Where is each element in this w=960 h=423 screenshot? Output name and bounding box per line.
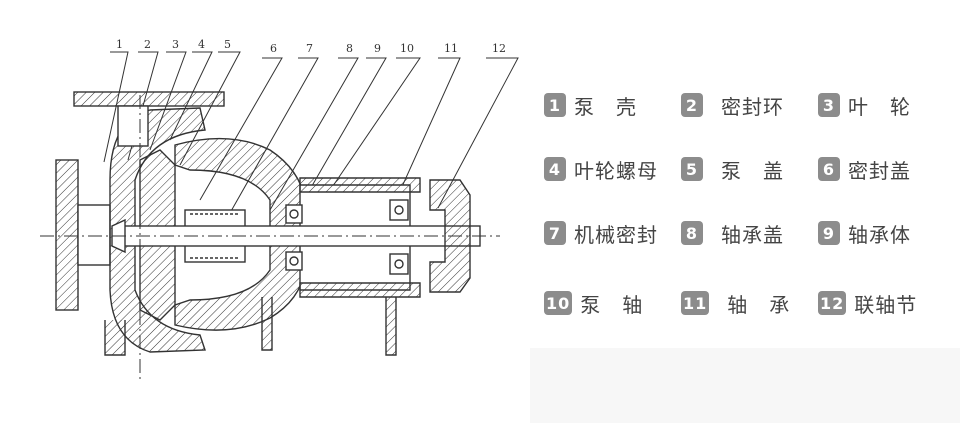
legend-label: 密封环 [721,94,784,119]
support-foot-left [261,297,273,351]
callout-numbers: 1 2 3 4 5 6 7 8 9 10 11 12 [116,38,506,55]
bearing-left-low [285,251,303,271]
legend-number-badge: 10 [544,291,573,315]
legend-item-9: 9 轴承体 [818,218,911,248]
legend-item-10: 10 泵 轴 [544,288,643,318]
legend-item-1: 1 泵 壳 [544,90,637,120]
callout-5: 5 [224,38,231,51]
legend-number-badge: 7 [544,221,566,245]
pump-drawing [55,91,481,356]
legend-item-4: 4 叶轮螺母 [544,154,658,184]
legend-item-7: 7 机械密封 [544,218,658,248]
legend-number-badge: 6 [818,157,840,181]
legend-label: 泵 壳 [574,94,637,119]
background-panel [530,348,960,423]
suction-flange [55,159,79,311]
casing-foot [104,320,126,356]
pump-cover [174,137,306,331]
callout-3: 3 [172,38,179,51]
legend-item-6: 6 密封盖 [818,154,911,184]
legend-label: 机械密封 [574,222,658,247]
callout-12: 12 [492,42,506,55]
legend-number-badge: 2 [681,93,703,117]
legend-label: 轴 承 [727,292,791,317]
callout-6: 6 [270,42,277,55]
discharge-flange [73,91,225,107]
discharge-neck [117,105,149,147]
legend-number-badge: 3 [818,93,840,117]
callout-leaders [103,51,519,221]
legend-number-badge: 1 [544,93,566,117]
legend-number-badge: 9 [818,221,840,245]
legend-number-badge: 4 [544,157,566,181]
legend-label: 联轴节 [854,292,918,317]
legend-item-5: 5 泵 盖 [681,154,784,184]
legend-label: 密封盖 [848,158,911,183]
callout-7: 7 [306,42,313,55]
callout-8: 8 [346,42,353,55]
callout-2: 2 [144,38,151,51]
legend-label: 泵 轴 [580,292,644,317]
callout-1: 1 [116,38,123,51]
legend-item-12: 12 联轴节 [818,288,917,318]
legend-number-badge: 5 [681,157,703,181]
callout-4: 4 [198,38,205,51]
bearing-housing-wall [299,177,421,298]
callout-10: 10 [400,42,414,55]
legend-item-8: 8 轴承盖 [681,218,784,248]
legend-label: 轴承盖 [721,222,784,247]
pump-cross-section-diagram: 1 2 3 4 5 6 7 8 9 10 11 12 [40,38,519,380]
bearing-right-low [389,253,409,275]
legend-label: 叶轮螺母 [574,158,658,183]
callout-9: 9 [374,42,381,55]
callout-11: 11 [444,42,458,55]
legend-item-2: 2 密封环 [681,90,784,120]
support-foot-right [385,297,397,356]
legend-item-3: 3 叶 轮 [818,90,911,120]
bearing-left [285,204,303,224]
legend-label: 轴承体 [848,222,911,247]
legend-label: 叶 轮 [848,94,911,119]
bearing-right [389,199,409,221]
legend-number-badge: 12 [818,291,847,315]
legend-number-badge: 11 [681,291,710,315]
suction-nozzle [77,204,111,266]
legend-number-badge: 8 [681,221,703,245]
legend-label: 泵 盖 [721,158,784,183]
legend-item-11: 11 轴 承 [681,288,790,318]
